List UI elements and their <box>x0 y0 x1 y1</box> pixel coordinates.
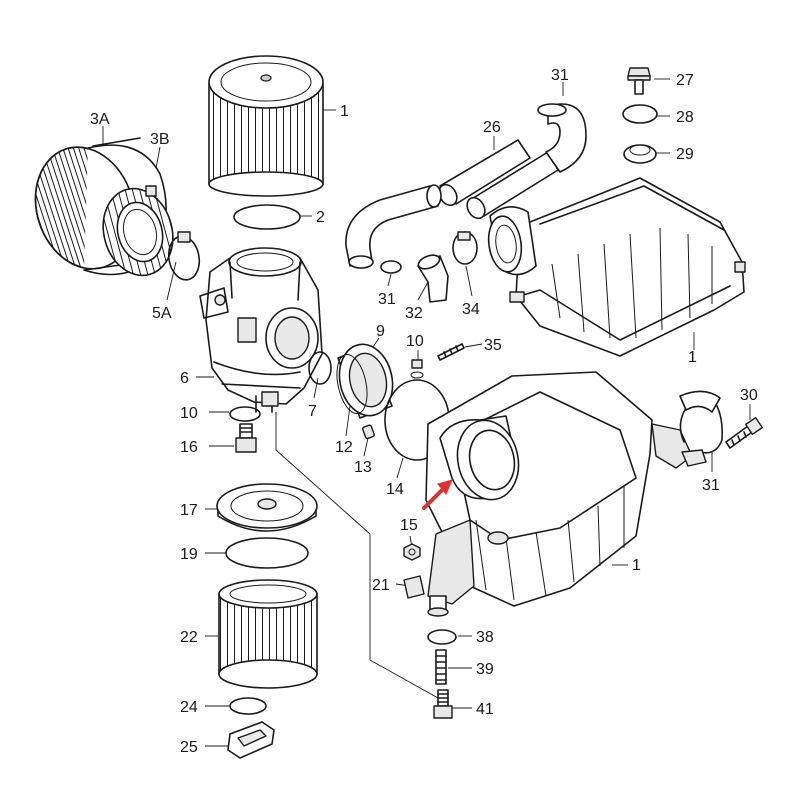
drain-bolt-16 <box>235 423 257 453</box>
callout-28: 28 <box>676 109 694 126</box>
bolt-30 <box>725 416 764 449</box>
bolt-27 <box>627 67 651 95</box>
stud-35 <box>437 343 465 361</box>
airbox-lid <box>487 177 746 357</box>
callout-25: 25 <box>180 739 198 756</box>
callout-32: 32 <box>405 305 423 322</box>
o-ring-2 <box>233 204 301 230</box>
bolt-41 <box>433 689 453 719</box>
hose-31-top <box>537 103 587 173</box>
callout-41: 41 <box>476 701 494 718</box>
o-ring-7 <box>308 351 332 385</box>
callout-26: 26 <box>483 119 501 136</box>
callout-2: 2 <box>316 209 325 226</box>
stud-39 <box>435 649 447 685</box>
filter-ring-3B <box>102 185 174 277</box>
callout-31-right: 31 <box>702 477 720 494</box>
bracket-21 <box>403 575 425 599</box>
airbox-lower <box>425 371 693 617</box>
callout-21: 21 <box>372 577 390 594</box>
screw-10-right <box>410 359 424 379</box>
callout-1-airbox-lid: 1 <box>688 349 697 366</box>
carburetor-6 <box>199 247 323 413</box>
leader-lines <box>102 78 751 747</box>
callout-17: 17 <box>180 502 198 519</box>
callout-9: 9 <box>376 323 385 340</box>
cap-25 <box>227 721 275 759</box>
callout-10-right: 10 <box>406 333 424 350</box>
hose-31-left <box>345 184 442 274</box>
callout-30: 30 <box>740 387 758 404</box>
washer-38 <box>427 629 457 645</box>
callout-3A: 3A <box>90 111 110 128</box>
callout-5A: 5A <box>152 305 172 322</box>
callout-labels: 1 3A 3B 2 5A 6 10 16 7 9 12 13 14 10 35 … <box>90 67 758 756</box>
intake-boot-9 <box>336 343 394 419</box>
filter-element-top <box>208 55 324 197</box>
screw-13 <box>362 424 375 440</box>
callout-3B: 3B <box>150 131 170 148</box>
clamp-34 <box>452 231 478 265</box>
callout-6: 6 <box>180 370 189 387</box>
callout-13: 13 <box>354 459 372 476</box>
callout-1-top-filter: 1 <box>340 103 349 120</box>
callout-31-top: 31 <box>551 67 569 84</box>
callout-31-left: 31 <box>378 291 396 308</box>
grommet-29 <box>623 144 657 164</box>
callout-15: 15 <box>400 517 418 534</box>
callout-14: 14 <box>386 481 404 498</box>
washer-28 <box>622 104 658 124</box>
callout-22: 22 <box>180 629 198 646</box>
filter-element-22 <box>218 579 318 689</box>
o-ring-19 <box>225 537 309 569</box>
callout-35: 35 <box>484 337 502 354</box>
filter-cap-17 <box>216 483 318 532</box>
hose-32 <box>417 254 449 303</box>
callout-12: 12 <box>335 439 353 456</box>
callout-27: 27 <box>676 72 694 89</box>
callout-29: 29 <box>676 146 694 163</box>
callout-24: 24 <box>180 699 198 716</box>
nut-15 <box>403 543 421 561</box>
o-ring-24 <box>229 697 267 715</box>
callout-16: 16 <box>180 439 198 456</box>
callout-39: 39 <box>476 661 494 678</box>
callout-19: 19 <box>180 546 198 563</box>
washer-10-left <box>229 406 261 422</box>
marker-arrow <box>422 479 453 510</box>
clamp-31-right <box>679 390 724 467</box>
hose-clamp-5A <box>167 231 201 281</box>
callout-34: 34 <box>462 301 480 318</box>
callout-38: 38 <box>476 629 494 646</box>
hose-26 <box>438 139 559 220</box>
callout-10-left: 10 <box>180 405 198 422</box>
callout-7: 7 <box>308 403 317 420</box>
callout-1-airbox-lower: 1 <box>632 557 641 574</box>
